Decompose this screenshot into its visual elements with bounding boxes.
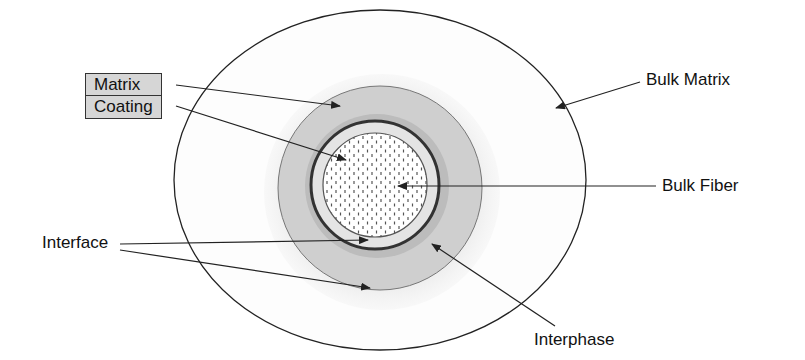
leader-line <box>176 106 346 160</box>
leader-line <box>398 185 656 186</box>
part-label: Interphase <box>534 330 614 350</box>
part-label: Bulk Fiber <box>662 176 739 196</box>
leader-line <box>556 82 640 108</box>
label-box: Matrix <box>85 73 162 97</box>
fiber-texture <box>323 133 427 237</box>
leader-line <box>176 85 340 106</box>
box-text: Matrix <box>94 75 153 95</box>
matrix-region <box>278 86 482 290</box>
leader-line <box>432 244 555 326</box>
label-box: Coating <box>85 95 162 119</box>
box-text: Coating <box>94 97 153 117</box>
leader-line <box>120 250 370 288</box>
part-label: Interface <box>42 233 108 253</box>
coating-ring <box>311 121 439 249</box>
part-label: Bulk Matrix <box>646 70 730 90</box>
diffuse-zone <box>264 74 500 310</box>
leader-line <box>120 240 368 244</box>
bulk-fiber <box>323 133 427 237</box>
bulk-matrix-outline <box>174 10 586 350</box>
